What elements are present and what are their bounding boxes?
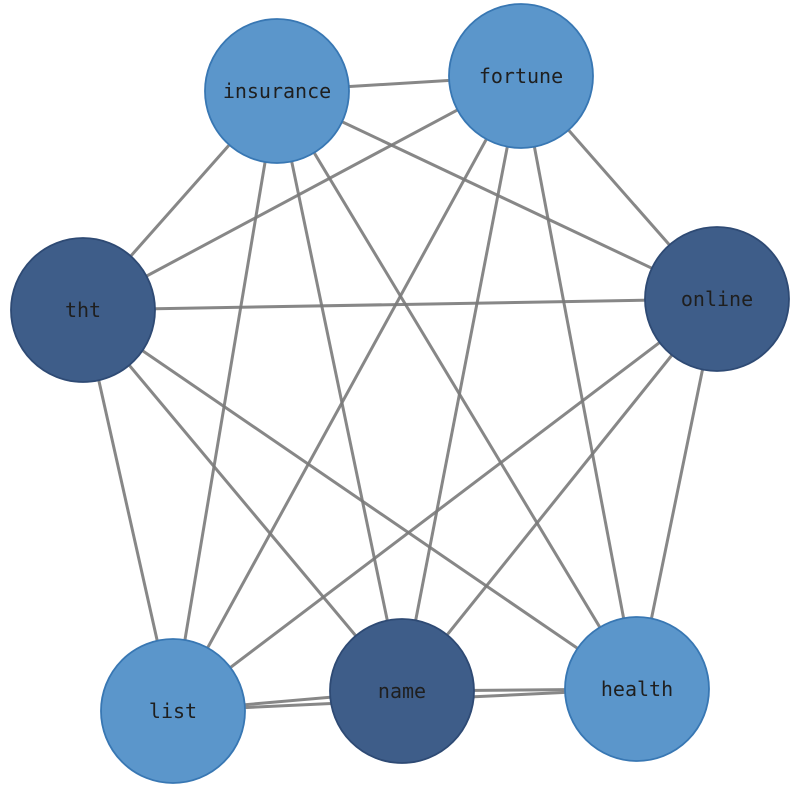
edge-fortune-list <box>171 75 523 712</box>
edge-tht-health <box>82 308 638 691</box>
edge-fortune-tht <box>82 74 522 312</box>
edge-online-name <box>400 298 719 692</box>
node-health <box>564 616 710 762</box>
edge-tht-online <box>82 297 718 312</box>
edge-insurance-list <box>171 90 279 712</box>
edge-online-list <box>172 297 718 713</box>
edge-fortune-name <box>400 75 523 692</box>
node-fortune <box>448 3 594 149</box>
node-list <box>100 638 246 784</box>
edge-tht-name <box>81 309 404 692</box>
node-insurance <box>204 18 350 164</box>
node-name <box>329 618 475 764</box>
node-tht <box>10 237 156 383</box>
edge-fortune-health <box>519 75 639 690</box>
node-online <box>644 226 790 372</box>
edge-insurance-health <box>275 90 639 690</box>
edge-insurance-name <box>275 90 404 692</box>
